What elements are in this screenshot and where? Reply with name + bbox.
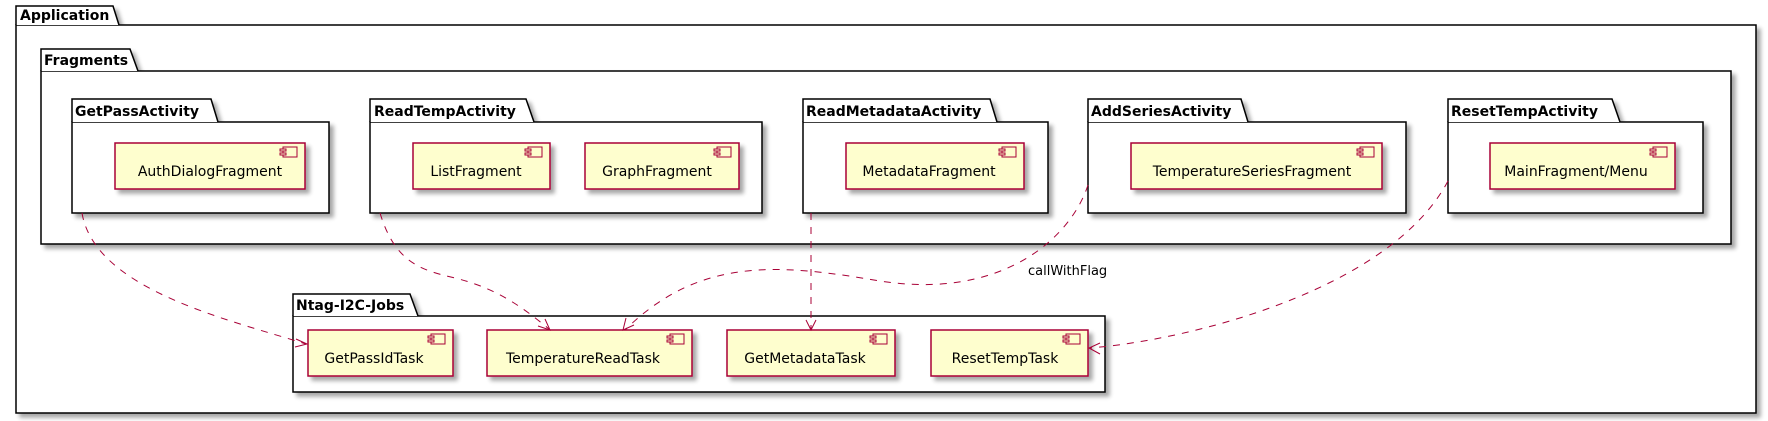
package-read-metadata-activity-title: ReadMetadataActivity <box>806 104 981 120</box>
component-reset-temp-task: ResetTempTask <box>930 329 1089 377</box>
package-get-pass-activity-title: GetPassActivity <box>75 104 199 120</box>
edge-read-metadata-to-get-metadata <box>805 213 817 332</box>
edge-add-series-to-temperature-read: callWithFlag <box>622 184 1107 331</box>
component-main-fragment-menu: MainFragment/Menu <box>1489 142 1676 190</box>
component-label: GraphFragment <box>602 164 712 180</box>
package-read-temp-activity-title: ReadTempActivity <box>374 104 516 120</box>
edge-reset-temp-to-reset-temp-task <box>1087 180 1449 355</box>
component-list-fragment: ListFragment <box>412 142 551 190</box>
package-ntag-i2c-jobs-title: Ntag-I2C-Jobs <box>296 298 404 314</box>
component-temperature-read-task: TemperatureReadTask <box>486 329 693 377</box>
component-get-pass-id-task: GetPassIdTask <box>307 329 454 377</box>
component-label: MetadataFragment <box>862 164 996 180</box>
component-temperature-series-fragment: TemperatureSeriesFragment <box>1130 142 1383 190</box>
component-label: TemperatureSeriesFragment <box>1152 164 1352 180</box>
component-get-metadata-task: GetMetadataTask <box>726 329 896 377</box>
edge-read-temp-to-temperature-read <box>379 212 551 331</box>
edge-get-pass-to-get-pass-id <box>81 212 309 348</box>
component-label: MainFragment/Menu <box>1504 164 1647 180</box>
package-add-series-activity-title: AddSeriesActivity <box>1091 104 1231 120</box>
component-label: AuthDialogFragment <box>138 164 283 180</box>
component-auth-dialog-fragment: AuthDialogFragment <box>114 142 306 190</box>
package-application-title: Application <box>20 8 109 24</box>
component-label: ListFragment <box>430 164 522 180</box>
component-label: TemperatureReadTask <box>505 351 661 367</box>
component-label: GetMetadataTask <box>744 351 866 367</box>
package-reset-temp-activity-title: ResetTempActivity <box>1451 104 1598 120</box>
component-metadata-fragment: MetadataFragment <box>845 142 1025 190</box>
component-label: ResetTempTask <box>952 351 1060 367</box>
component-label: GetPassIdTask <box>324 351 424 367</box>
component-graph-fragment: GraphFragment <box>584 142 740 190</box>
package-fragments-title: Fragments <box>44 53 128 69</box>
edge-label-call-with-flag: callWithFlag <box>1028 264 1107 279</box>
